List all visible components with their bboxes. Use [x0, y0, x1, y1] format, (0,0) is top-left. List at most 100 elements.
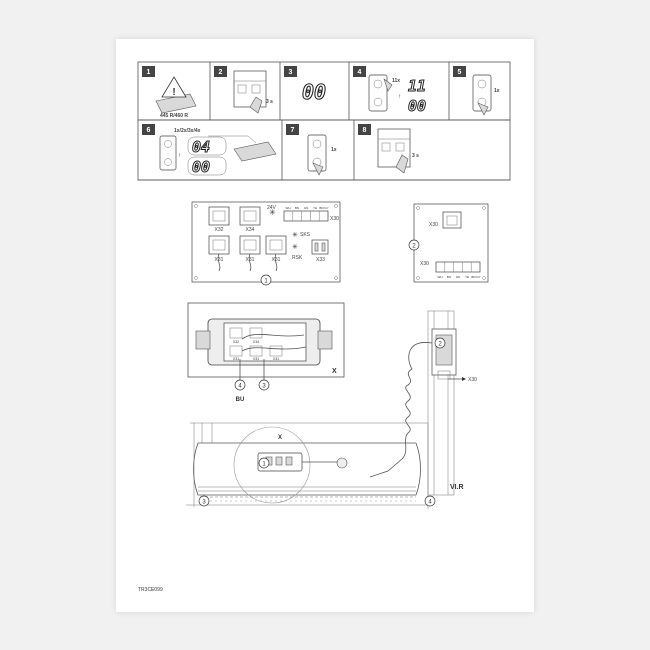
callout-number: 1 — [264, 279, 268, 285]
segment-display: 00 — [302, 80, 326, 104]
coiled-cable — [369, 342, 433, 478]
terminal-label: WH — [286, 206, 291, 210]
hand-press-icon — [477, 102, 489, 116]
callout-2 — [434, 337, 446, 349]
hold-duration: 3 s — [266, 99, 273, 105]
steps-row-2: 6 1x/2x/3x/4x ↑ 04 00 7 1x 8 — [137, 119, 511, 181]
warning-triangle-icon — [161, 76, 187, 98]
terminal-label: BN — [295, 206, 299, 210]
terminal-label: BK/GY — [471, 275, 480, 279]
segment-display-bottom: 00 — [192, 158, 210, 176]
step-number: 2 — [219, 69, 223, 76]
step-number: 1 — [147, 69, 151, 76]
x30-label: X30 — [330, 216, 339, 222]
x30-label: X30 — [429, 222, 438, 228]
cable — [241, 346, 307, 352]
port-x30 — [442, 211, 462, 229]
step-5: 5 1x — [453, 66, 500, 116]
segment-display-top: 11 — [408, 77, 426, 95]
hand-press-icon — [249, 96, 263, 114]
hold-duration: 3 s — [412, 153, 419, 159]
callout-4 — [424, 495, 436, 507]
step-7: 7 1x — [286, 124, 337, 176]
junction-box: X30 2 X30 WH BN GN YE BK/GY — [408, 203, 489, 283]
cable-gland-left — [195, 330, 211, 350]
press-count: 1x — [494, 88, 500, 94]
terminal-label: BN — [447, 275, 451, 279]
callout-3 — [258, 379, 270, 391]
step-number: 7 — [291, 127, 295, 134]
segment-display-top: 04 — [192, 138, 210, 156]
press-count: 11x — [392, 78, 400, 84]
port-x31-a — [208, 235, 230, 255]
manual-book-icon — [233, 141, 277, 162]
magnifier-circle — [233, 426, 311, 504]
x33-label: X33 — [316, 257, 325, 263]
port-x32 — [208, 206, 230, 226]
display-frame-bottom — [187, 156, 227, 176]
terminal-label: BK/GY — [319, 206, 328, 210]
port-label: X34 — [246, 227, 255, 233]
sks-label: SKS — [300, 232, 311, 238]
step-1: 1 ! 445 R/460 R — [142, 66, 197, 119]
detail-label: X — [278, 435, 282, 441]
button-pad-icon — [368, 74, 388, 112]
installation-diagram: 2 X30 1 X 3 4 VI.R — [186, 310, 477, 509]
footer-code: TR3CE099 — [138, 587, 163, 593]
port-x34 — [239, 206, 261, 226]
warning-mark: ! — [172, 87, 175, 98]
port-label: X31 — [246, 257, 255, 263]
wall-bracket — [437, 370, 451, 380]
callout-number: 1 — [262, 462, 266, 468]
port-label: X31 — [273, 357, 279, 361]
button-pad-icon — [159, 135, 177, 171]
port-label: X31 — [272, 257, 281, 263]
callout-3 — [198, 495, 210, 507]
callout-4 — [234, 379, 246, 391]
x30-arrow-label: X30 — [468, 377, 477, 383]
callout-number: 2 — [438, 342, 442, 348]
hand-press-icon — [395, 154, 409, 174]
cable-gland-right — [317, 330, 333, 350]
port-label: X32 — [233, 340, 239, 344]
step-number: 5 — [458, 69, 462, 76]
led-icon: ✳ — [292, 243, 298, 251]
step-3: 3 00 — [284, 66, 327, 105]
port-x31-c — [265, 235, 287, 255]
wall-column — [427, 310, 455, 496]
step-2: 2 3 s — [214, 66, 273, 114]
callout-2 — [408, 239, 420, 251]
step-number: 6 — [147, 127, 151, 134]
detail-frame — [187, 302, 345, 378]
step-8: 8 3 s — [358, 124, 419, 174]
step-number: 8 — [363, 127, 367, 134]
instruction-diagram: 1 ! 445 R/460 R 2 3 s 3 00 4 — [137, 61, 511, 593]
down-button-icon — [373, 97, 383, 107]
callout-number: 3 — [262, 384, 266, 390]
display-frame-top — [187, 136, 227, 156]
port-x31-b — [239, 235, 261, 255]
callout-1 — [260, 274, 272, 286]
hand-press-icon — [383, 78, 393, 92]
detail-label: X — [332, 368, 337, 375]
step-number: 4 — [358, 69, 362, 76]
callout-number: 3 — [202, 500, 206, 506]
assembly-detail: X32 X31 X34 X31 X31 4 3 BU X — [187, 302, 345, 403]
x30-lower-label: X30 — [420, 261, 429, 267]
rsk-label: RSK — [292, 255, 303, 261]
segment-display-bottom: 00 — [408, 97, 426, 115]
up-arrow-icon: ↑ — [398, 94, 401, 100]
step-4: 4 11x ↑ 11 00 — [353, 66, 427, 116]
port-label: X32 — [215, 227, 224, 233]
callout-number: 4 — [238, 384, 242, 390]
callout-number: 4 — [428, 500, 432, 506]
up-arrow-icon: ↑ — [178, 153, 181, 159]
press-count: 1x — [331, 147, 337, 153]
press-count: 1x/2x/3x/4x — [174, 128, 201, 134]
port-label: X31 — [253, 357, 259, 361]
wiring-board: X32 X34 ✳ 24V X31 X31 X31 WH BN GN YE BK… — [191, 201, 341, 286]
terminal-label: WH — [438, 275, 443, 279]
terminal-label: GN — [304, 206, 309, 210]
callout-1 — [258, 457, 270, 469]
cable — [241, 334, 305, 340]
